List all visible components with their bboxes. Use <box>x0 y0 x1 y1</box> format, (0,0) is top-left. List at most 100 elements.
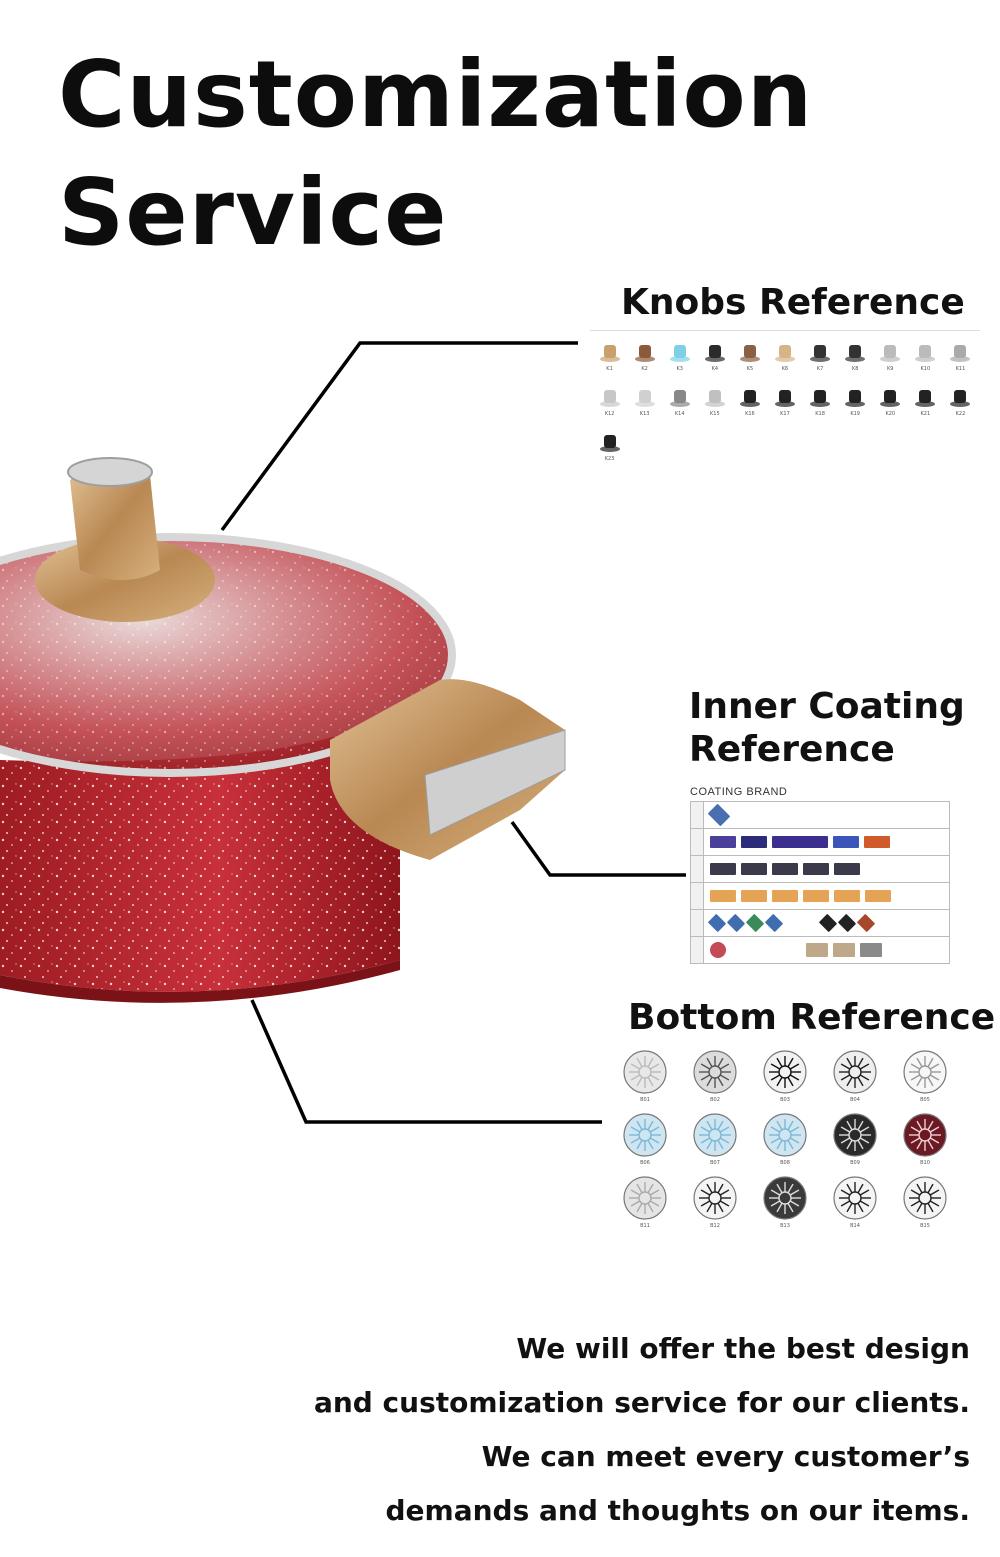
knob-icon <box>880 345 901 362</box>
knob-item: K4 <box>697 341 732 372</box>
knob-item: K16 <box>732 386 767 417</box>
knob-code: K11 <box>955 366 966 372</box>
knob-code: K9 <box>887 366 894 372</box>
description-line-2: and customization service for our client… <box>313 1386 970 1419</box>
knob-icon <box>739 390 760 407</box>
knob-icon <box>950 390 971 407</box>
knob-icon <box>774 345 795 362</box>
bottom-item: B07 <box>680 1113 750 1166</box>
description-line-1: We will offer the best design <box>516 1332 970 1365</box>
knob-code: K22 <box>955 411 966 417</box>
knob-item: K13 <box>627 386 662 417</box>
knob-code: K12 <box>604 411 615 417</box>
bottom-disc-icon <box>903 1113 947 1157</box>
bottom-leader-line <box>250 999 602 1124</box>
bottom-disc-icon <box>693 1050 737 1094</box>
bottom-code: B10 <box>920 1160 930 1166</box>
coating-leader-line <box>510 820 686 877</box>
bottom-disc-icon <box>833 1050 877 1094</box>
bottom-reference-title: Bottom Reference <box>628 997 996 1038</box>
bottom-code: B15 <box>920 1223 930 1229</box>
bottom-item: B14 <box>820 1176 890 1229</box>
bottom-code: B04 <box>850 1097 860 1103</box>
knob-icon <box>634 390 655 407</box>
bottom-code: B09 <box>850 1160 860 1166</box>
bottom-item: B02 <box>680 1050 750 1103</box>
knob-icon <box>915 390 936 407</box>
knob-item: K12 <box>592 386 627 417</box>
title-line-1: Customization <box>58 41 814 148</box>
knob-icon <box>704 345 725 362</box>
knob-code: K19 <box>850 411 860 417</box>
knob-icon <box>599 345 620 362</box>
knob-icon <box>845 345 866 362</box>
coating-brand-table <box>690 801 950 964</box>
knob-code: K1 <box>606 366 613 372</box>
knob-code: K3 <box>676 366 683 372</box>
knob-item: K3 <box>662 341 697 372</box>
knob-icon <box>599 390 620 407</box>
knob-icon <box>669 345 690 362</box>
title-line-2: Service <box>58 158 448 266</box>
coating-reference-title: Inner Coating Reference <box>689 685 965 771</box>
bottom-item: B15 <box>890 1176 960 1229</box>
knob-icon <box>950 345 971 362</box>
knob-icon <box>599 435 620 452</box>
bottom-disc-icon <box>693 1113 737 1157</box>
knob-icon <box>915 345 936 362</box>
knob-item: K21 <box>908 386 943 417</box>
bottom-disc-icon <box>903 1050 947 1094</box>
knobs-leader-line <box>220 341 578 532</box>
bottom-item: B13 <box>750 1176 820 1229</box>
bottom-code: B03 <box>780 1097 790 1103</box>
knob-icon <box>739 345 760 362</box>
description-line-3: We can meet every customer’s <box>481 1440 970 1473</box>
knob-icon <box>845 390 866 407</box>
knob-item: K2 <box>627 341 662 372</box>
bottom-disc-icon <box>693 1176 737 1220</box>
knob-item: K8 <box>838 341 873 372</box>
knob-item: K17 <box>767 386 802 417</box>
knob-code: K6 <box>781 366 789 372</box>
knob-icon <box>810 390 831 407</box>
bottom-code: B05 <box>920 1097 930 1103</box>
bottom-disc-icon <box>763 1176 807 1220</box>
casserole-pot-image <box>0 457 566 1003</box>
knob-icon <box>704 390 725 407</box>
bottom-code: B12 <box>710 1223 720 1229</box>
knob-item: K15 <box>697 386 732 417</box>
bottom-item: B11 <box>610 1176 680 1229</box>
service-description: We will offer the best design and custom… <box>250 1322 970 1538</box>
knob-item: K7 <box>803 341 838 372</box>
knob-code: K5 <box>746 366 754 372</box>
bottom-code: B06 <box>640 1160 650 1166</box>
page-title: Customization Service <box>58 36 813 272</box>
knob-code: K20 <box>885 411 896 417</box>
bottom-disc-icon <box>833 1113 877 1157</box>
knob-item: K18 <box>803 386 838 417</box>
bottom-disc-icon <box>623 1176 667 1220</box>
bottom-item: B08 <box>750 1113 820 1166</box>
bottom-disc-icon <box>833 1176 877 1220</box>
bottom-item: B03 <box>750 1050 820 1103</box>
bottom-disc-icon <box>623 1113 667 1157</box>
knob-item: K19 <box>838 386 873 417</box>
knob-item: K22 <box>943 386 978 417</box>
knob-code: K18 <box>815 411 825 417</box>
knob-item: K10 <box>908 341 943 372</box>
knob-item: K5 <box>732 341 767 372</box>
knob-code: K10 <box>920 366 931 372</box>
knob-item: K14 <box>662 386 697 417</box>
knob-item: K20 <box>873 386 908 417</box>
knob-code: K13 <box>639 411 650 417</box>
bottom-disc-icon <box>763 1113 807 1157</box>
knob-code: K23 <box>604 456 615 462</box>
bottom-code: B08 <box>780 1160 790 1166</box>
coating-title-line-2: Reference <box>689 729 895 771</box>
knob-icon <box>880 390 901 407</box>
knob-item: K9 <box>873 341 908 372</box>
